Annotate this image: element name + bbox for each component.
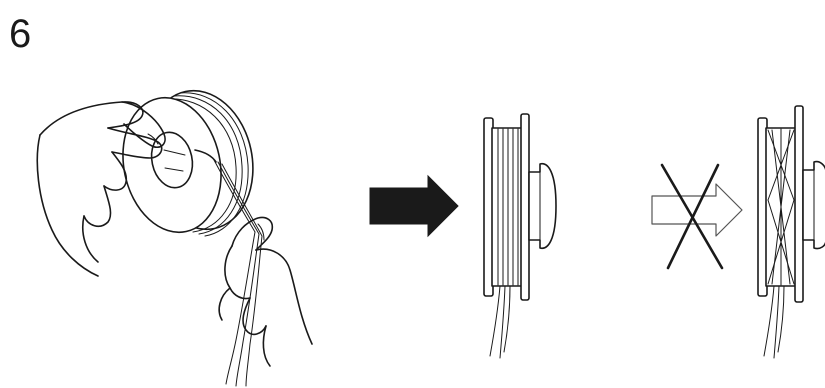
hands-winding-spool-illustration: [37, 81, 312, 386]
spool-incorrect-winding-illustration: [758, 106, 825, 358]
solid-right-arrow-icon: [370, 176, 458, 236]
spool-correct-winding-illustration: [484, 114, 556, 358]
wrong-direction-indicator: [652, 165, 742, 268]
